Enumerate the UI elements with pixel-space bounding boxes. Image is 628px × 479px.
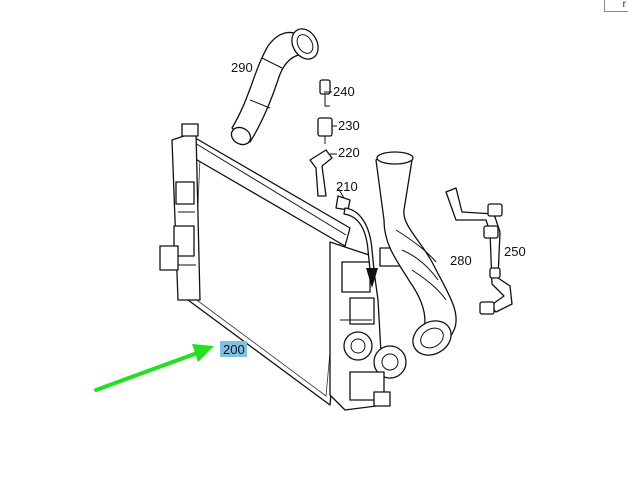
highlight-box-200 [220,341,247,357]
label-220[interactable]: 220 [338,145,360,160]
fitting-240 [319,79,331,107]
radiator-assembly [159,123,407,411]
label-280[interactable]: 280 [450,253,472,268]
pointer-arrow-icon [94,344,214,392]
clip-210 [335,195,378,288]
label-290[interactable]: 290 [231,60,253,75]
label-230[interactable]: 230 [338,118,360,133]
label-200[interactable]: 200 [223,342,245,357]
label-250[interactable]: 250 [504,244,526,259]
leader-210 [337,187,345,199]
corner-tab: r [604,0,628,12]
charge-air-hose-280 [375,151,457,356]
sensor-230 [317,117,333,144]
label-240[interactable]: 240 [333,84,355,99]
hose-290 [230,28,319,146]
coolant-line-250 [445,187,513,315]
line-220 [309,149,333,197]
label-210[interactable]: 210 [336,179,358,194]
